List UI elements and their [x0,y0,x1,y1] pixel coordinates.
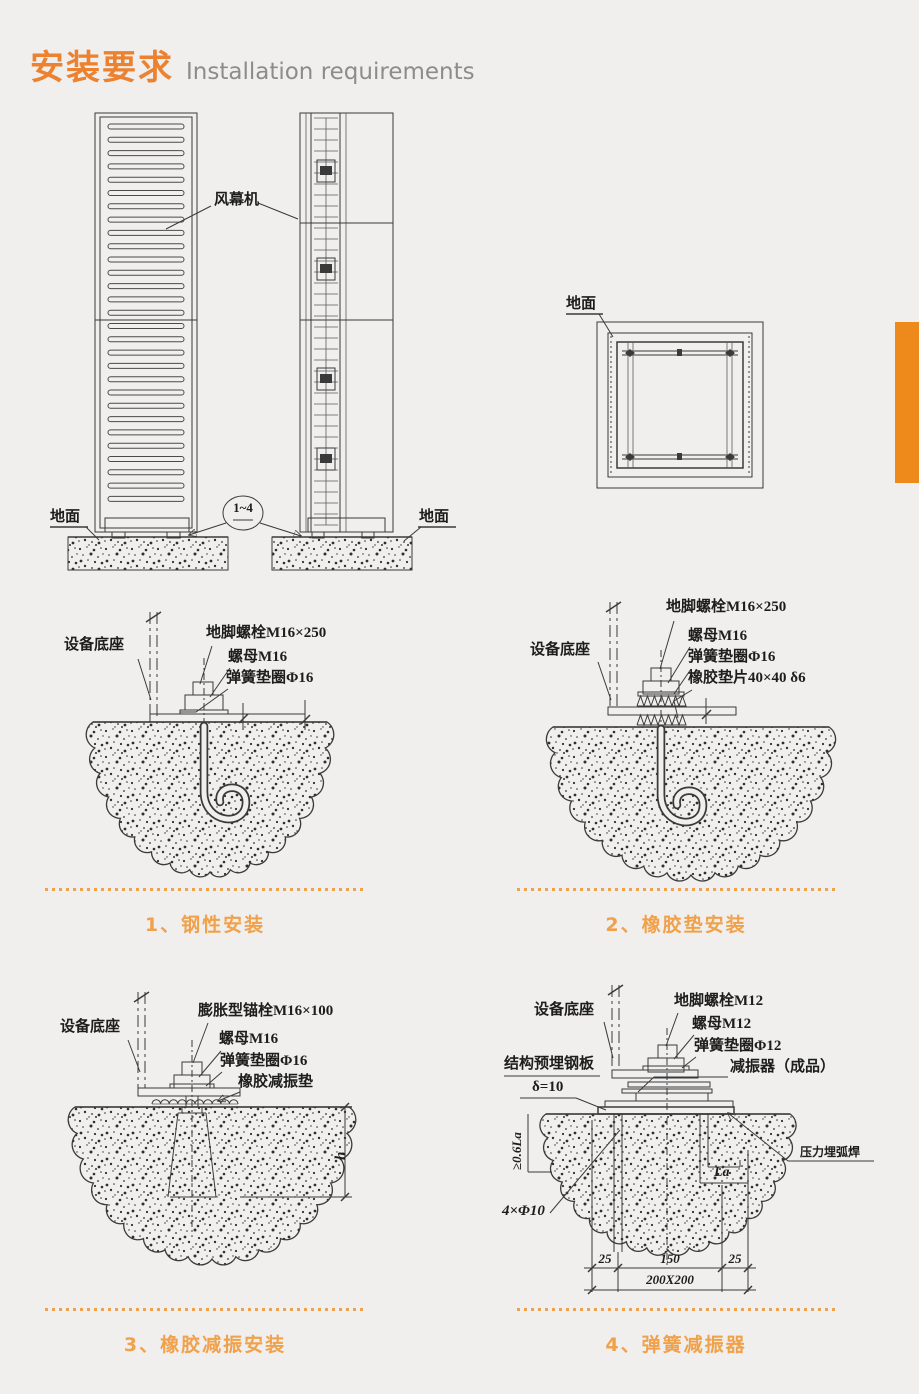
side-view [299,112,394,539]
s3-depth-label: h [333,1151,349,1160]
page-title-zh: 安装要求 [30,48,174,88]
separator-4 [517,1308,836,1311]
s4-base-label: 设备底座 [534,1002,595,1018]
s4-nut-label: 螺母M12 [692,1016,752,1032]
s4-dim-150: 150 [660,1251,680,1266]
s4-dim-200: 200X200 [646,1272,694,1287]
s1-caption: 1、钢性安装 [144,914,266,936]
s3-caption: 3、橡胶减振安装 [123,1334,287,1356]
front-view [94,112,198,539]
s4-plate-label: 结构预埋钢板 [504,1056,595,1072]
side-tab [895,322,919,483]
s4-dim-25b: 25 [728,1251,742,1266]
separator-1 [45,888,363,891]
detail-1-rigid [85,611,335,878]
s2-caption: 2、橡胶垫安装 [605,914,747,936]
unit-label: 风幕机 [214,192,260,208]
separator-3 [45,1308,363,1311]
s1-base-label: 设备底座 [64,637,125,653]
s1-bolt-label: 地脚螺栓M16×250 [206,625,327,641]
s3-nut-label: 螺母M16 [219,1031,279,1047]
s4-washer-label: 弹簧垫圈Φ12 [694,1038,782,1054]
s3-bolt-label: 膨胀型锚栓M16×100 [198,1003,334,1019]
s4-dim-25a: 25 [598,1251,612,1266]
balloon-ref [189,495,301,536]
s4-caption: 4、弹簧减振器 [605,1334,747,1356]
ground-label-left: 地面 [50,509,81,525]
s1-nut-label: 螺母M16 [228,649,288,665]
page-title: 安装要求 Installation requirements [30,40,475,89]
ground-label-right: 地面 [419,509,450,525]
detail-4-spring-damper [504,984,874,1295]
s4-damper-label: 减振器（成品） [730,1059,836,1075]
s4-plate-thickness-label: δ=10 [532,1079,564,1095]
s3-washer-label: 弹簧垫圈Φ16 [220,1053,308,1069]
s4-anchor-length-label: La [714,1165,730,1180]
top-view [566,313,764,489]
s2-pad-label: 橡胶垫片40×40 δ6 [688,670,806,686]
balloon-label: 1~4 [233,500,253,515]
detail-2-rubber-pad [545,601,837,882]
s4-bolt-label: 地脚螺栓M12 [674,993,764,1009]
detail-3-rubber-damping [67,991,357,1266]
s2-nut-label: 螺母M16 [688,628,748,644]
topview-ground-label: 地面 [566,296,597,312]
s2-washer-label: 弹簧垫圈Φ16 [688,649,776,665]
s2-base-label: 设备底座 [530,642,591,658]
s1-washer-label: 弹簧垫圈Φ16 [226,670,314,686]
s4-weld-label: 压力埋弧焊 [800,1145,861,1159]
s4-edge-distance-label: ≥0.6La [509,1132,524,1170]
s2-bolt-label: 地脚螺栓M16×250 [666,599,787,615]
s3-pad-label: 橡胶减振垫 [238,1074,314,1090]
s3-base-label: 设备底座 [60,1019,121,1035]
page-title-en: Installation requirements [186,59,475,85]
s4-holes-label: 4×Φ10 [502,1203,545,1219]
separator-2 [517,888,836,891]
